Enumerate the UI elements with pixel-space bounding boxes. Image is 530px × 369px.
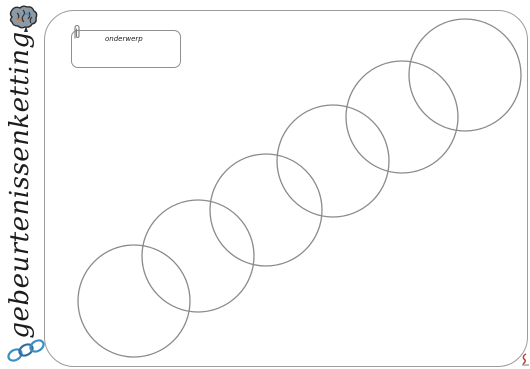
brain-icon	[9, 5, 38, 32]
chain-circle-5[interactable]	[345, 60, 459, 174]
worksheet-frame	[44, 10, 528, 367]
chain-circle-3[interactable]	[209, 153, 323, 267]
chain-circle-4[interactable]	[276, 104, 390, 218]
chain-circle-2[interactable]	[141, 199, 255, 313]
chain-circle-1[interactable]	[77, 244, 191, 358]
paperclip-icon	[74, 24, 80, 39]
corner-decoration-icon	[522, 353, 529, 366]
chain-icon	[7, 339, 45, 362]
subject-box[interactable]: onderwerp	[71, 30, 181, 68]
side-title: gebeurtenissenketting	[5, 31, 35, 339]
subject-label: onderwerp	[105, 35, 143, 43]
chain-circle-6[interactable]	[408, 18, 522, 132]
